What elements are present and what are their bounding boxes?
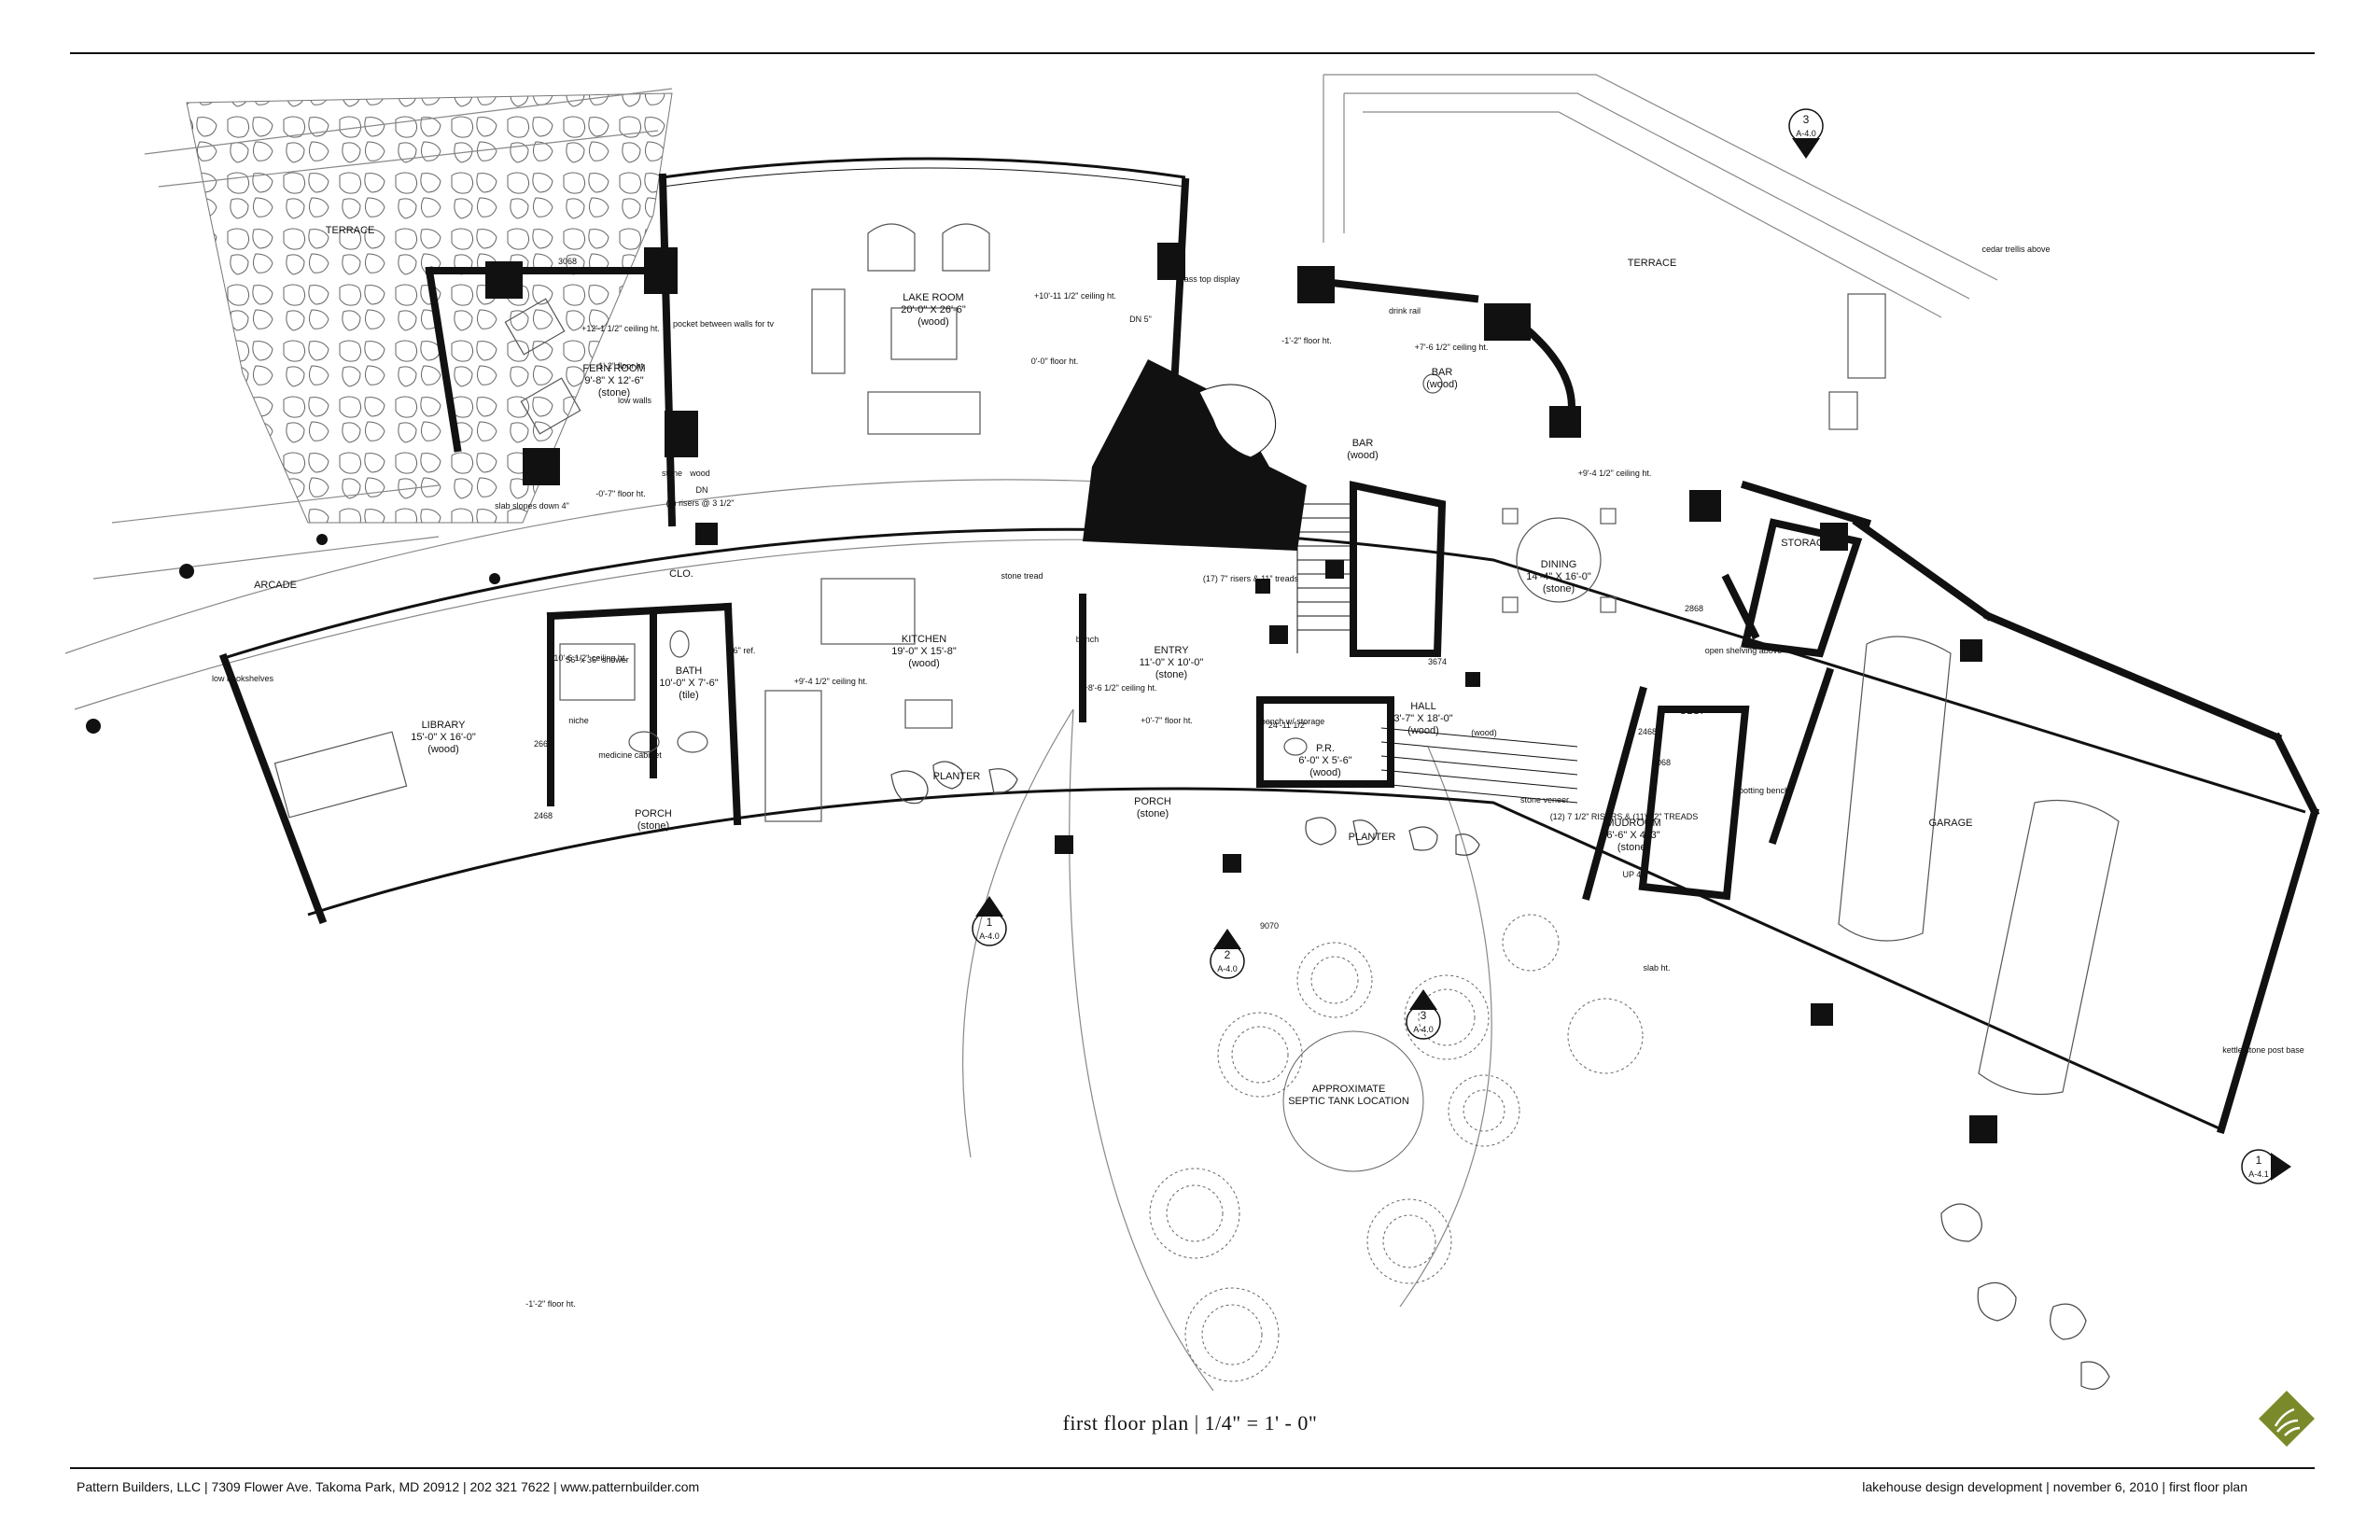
plan-note: cedar trellis above [1981,245,2050,254]
plan-note: (wood) [1471,728,1497,737]
room-label-bar-lower: BAR(wood) [1347,438,1379,461]
section-marker-sheet: A-4.0 [1413,1025,1434,1034]
plan-note: UP 4" [1622,870,1644,879]
plan-note: low bookshelves [212,674,274,683]
plan-note: DN 5" [1129,315,1152,324]
room-label-terrace-west: TERRACE [326,225,375,236]
plan-note: +8'-6 1/2" ceiling ht. [1084,683,1157,693]
section-marker-sheet: A-4.0 [1796,129,1816,138]
plan-note: +0'-7" floor ht. [1141,716,1193,725]
plan-note: -1'-2" floor ht. [595,361,645,371]
room-label-arcade: ARCADE [254,580,297,591]
bottom-border-rule [70,1467,2315,1469]
section-marker-number: 3 [1803,113,1810,126]
room-label-porch-main: PORCH(stone) [1134,796,1171,819]
room-label-garage: GARAGE [1928,818,1972,829]
section-marker-sheet: A-4.0 [1217,964,1238,973]
section-marker-number: 1 [987,916,993,929]
plan-note: -1'-2" floor ht. [1281,336,1331,345]
room-label-clo-west: CLO. [669,568,693,580]
plan-note: 2468 [1638,727,1657,736]
plan-note: DN [696,485,708,495]
plan-note: +12'-1 1/2" ceiling ht. [581,324,660,333]
top-border-rule [70,52,2315,54]
plan-note: niche [568,716,589,725]
room-label-planter-east: PLANTER [1349,832,1396,843]
plan-note: stone [662,469,682,478]
plan-note: stone veneer [1520,795,1569,805]
plan-note: 3068 [558,257,577,266]
plan-note: +7'-6 1/2" ceiling ht. [1415,343,1489,352]
plan-note: 3674 [1428,657,1447,666]
plan-note: low walls [618,396,652,405]
section-marker-number: 2 [1225,948,1231,961]
plan-note: 56" x 36" shower [566,655,628,665]
plan-note: +10'-6 1/2" ceiling ht. [549,653,627,663]
footer-project-info: lakehouse design development | november … [1862,1479,2247,1494]
room-label-porch-west: PORCH(stone) [635,808,672,832]
plan-note: drink rail [1389,306,1421,315]
plan-note: 36" ref. [729,646,756,655]
plan-note: slab ht. [1643,963,1670,973]
plan-note: (12) 7 1/2" RISERS & (11) 12" TREADS [1550,812,1699,821]
plan-note: slab slopes down 4" [495,501,569,511]
plan-note: 2868 [1685,604,1703,613]
plan-note: bench [1076,635,1099,644]
plan-note: wood [689,469,710,478]
room-label-storage: STORAGE [1781,538,1831,549]
plan-note: open shelving above [1705,646,1783,655]
plan-note: 24'-11 1/2" [1268,721,1308,730]
plan-note: (2) risers @ 3 1/2" [666,498,735,508]
plan-note: +10'-11 1/2" ceiling ht. [1034,291,1116,301]
room-label-clo-east: CLO. [1679,706,1703,717]
room-label-terrace-east: TERRACE [1628,258,1677,269]
plan-note: 9070 [1260,921,1279,931]
plan-note: bench w/ storage [1261,717,1325,726]
plan-note: potting bench [1739,786,1789,795]
plan-note: -0'-7" floor ht. [595,489,645,498]
plan-note: +9'-4 1/2" ceiling ht. [1578,469,1652,478]
plan-note: pocket between walls for tv [673,319,775,329]
sheet-caption: first floor plan | 1/4" = 1' - 0" [1062,1411,1318,1435]
plan-note: 2468 [534,811,553,820]
room-label-planter-west: PLANTER [933,771,981,782]
plan-note: stone tread [1001,571,1043,581]
room-label-bar: BAR(wood) [1426,367,1458,390]
section-marker-sheet: A-4.1 [2248,1169,2269,1179]
company-logo-icon [2259,1391,2315,1447]
plan-note: -1'-2" floor ht. [525,1299,575,1309]
section-marker-number: 3 [1421,1009,1427,1022]
plan-note: +9'-4 1/2" ceiling ht. [794,677,868,686]
plan-note: (17) 7" risers & 11" treads [1203,574,1299,583]
room-label-pr: P.R.6'-0" X 5'-6"(wood) [1298,743,1351,778]
plan-note: 2668 [534,739,553,749]
section-marker-sheet: A-4.0 [979,931,1000,941]
footer-company-info: Pattern Builders, LLC | 7309 Flower Ave.… [77,1479,700,1494]
plan-note: glass top display [1178,274,1240,284]
plan-note: 0'-0" floor ht. [1031,357,1078,366]
plan-note: kettle stone post base [2222,1045,2304,1055]
plan-note: 3068 [1652,758,1671,767]
section-marker-number: 1 [2256,1154,2262,1167]
plan-note: medicine cabinet [598,750,662,760]
